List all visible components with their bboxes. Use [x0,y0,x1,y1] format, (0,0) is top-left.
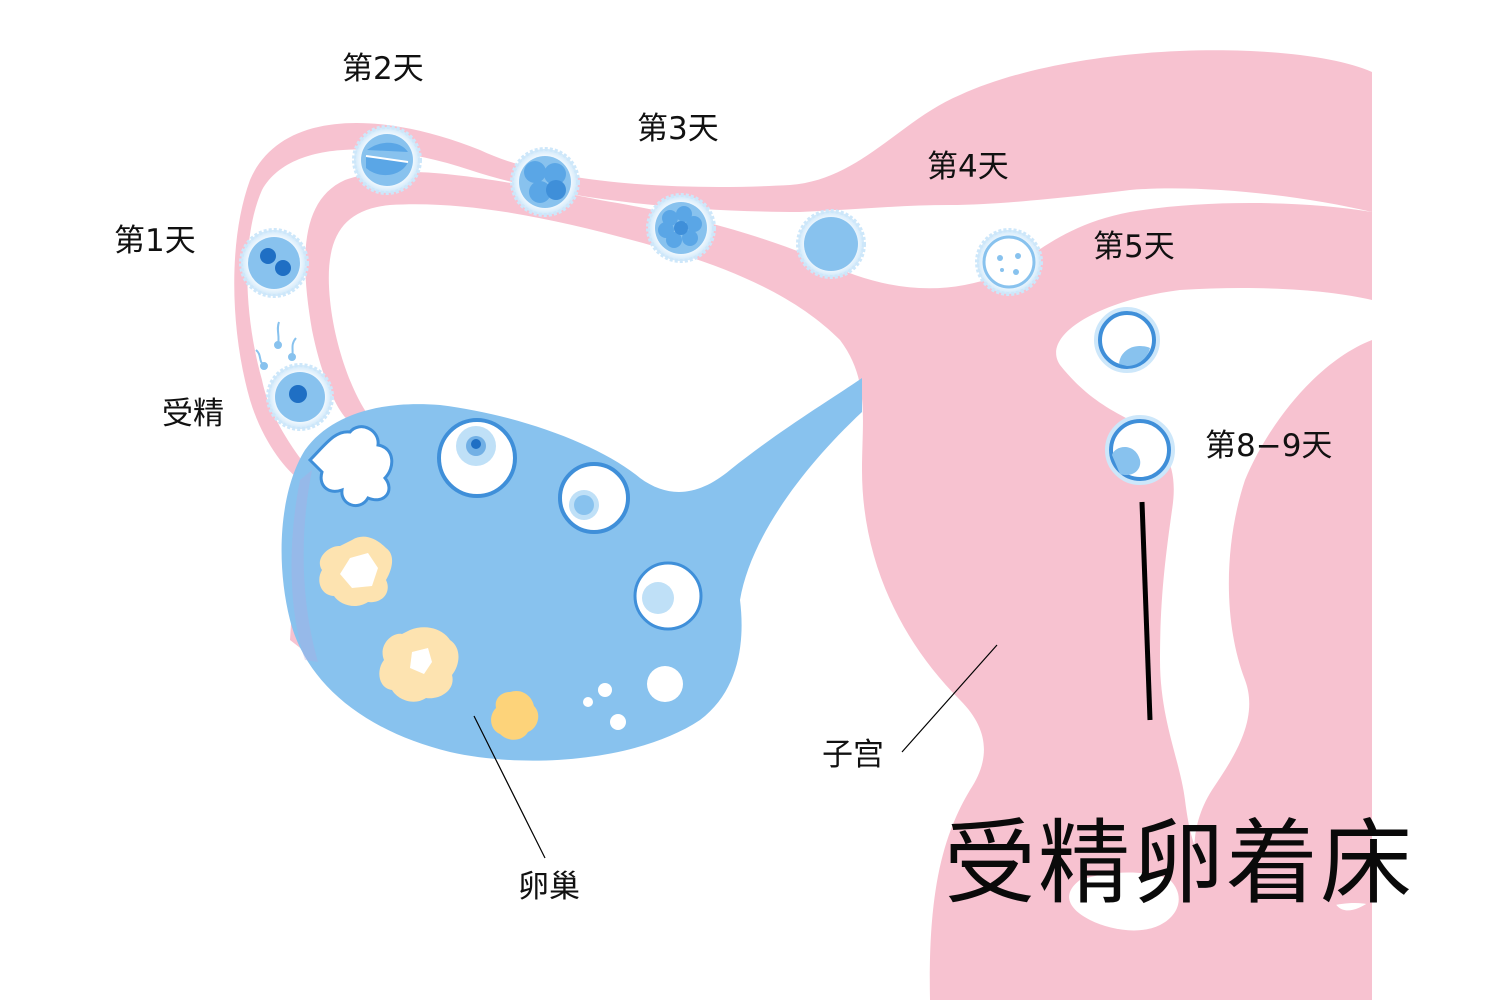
label-uterus: 子宫 [822,737,884,773]
embryo-day4 [796,209,866,279]
sperm-icons [255,321,297,370]
follicle-medium [558,462,630,534]
corpus-albicans [491,690,539,740]
label-day4: 第4天 [927,149,1009,185]
fertilized-egg [266,363,334,431]
follicle-small [633,561,703,631]
embryo-day1 [239,228,309,298]
label-fertilization: 受精 [162,396,224,432]
label-day8-9: 第8−9天 [1205,428,1333,464]
uterus-leader [901,644,998,753]
corpus-luteum-1 [319,536,393,607]
uterine-cavity [1069,872,1179,931]
label-day2: 第2天 [342,51,424,87]
fimbriae [307,425,394,508]
blastocyst-implanting [1105,415,1175,485]
label-day3: 第3天 [637,111,719,147]
blastocyst-day5 [1094,307,1160,373]
embryo-day3-a [510,147,580,217]
ovary-leader [473,715,546,859]
page-title: 受精卵着床 [944,810,1415,917]
corpus-luteum-2 [379,627,459,702]
embryo-day3-morula [646,193,716,263]
uterus-body [234,50,1372,1001]
embryo-day4-late [975,228,1043,296]
embryo-day2 [352,125,422,195]
label-day1: 第1天 [114,223,196,259]
label-ovary: 卵巢 [518,869,580,905]
label-day5: 第5天 [1093,229,1175,265]
implantation-marker [1139,501,1153,721]
follicle-large [437,418,517,498]
follicle-dots [583,666,683,730]
